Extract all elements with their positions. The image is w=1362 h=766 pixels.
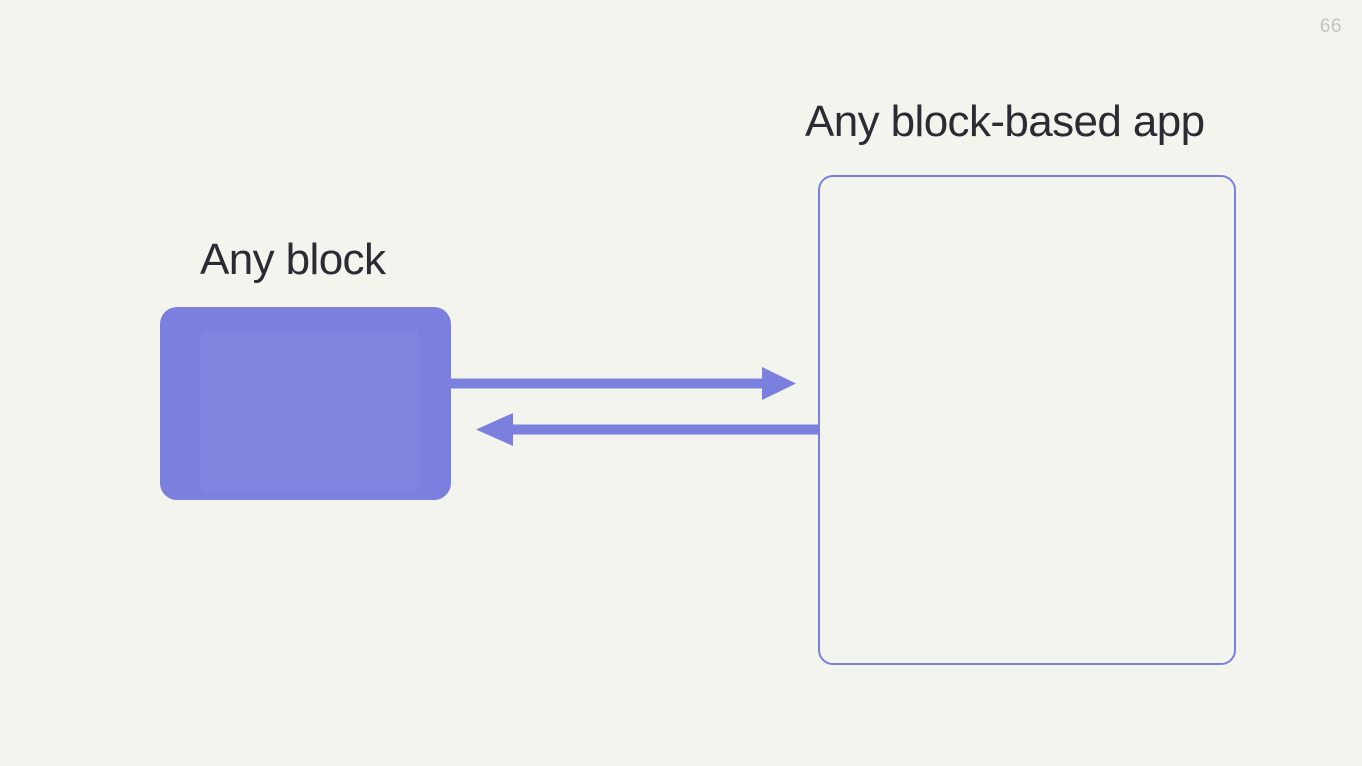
arrow-block-to-app-icon <box>451 367 796 400</box>
page-number: 66 <box>1319 16 1342 37</box>
block-title: Any block <box>200 235 386 284</box>
any-block-shape <box>160 307 451 500</box>
any-block-inner-shape <box>200 329 422 494</box>
app-frame-title: Any block-based app <box>805 97 1205 146</box>
arrow-app-to-block-icon <box>476 413 819 446</box>
any-block-based-app-frame <box>818 175 1236 665</box>
